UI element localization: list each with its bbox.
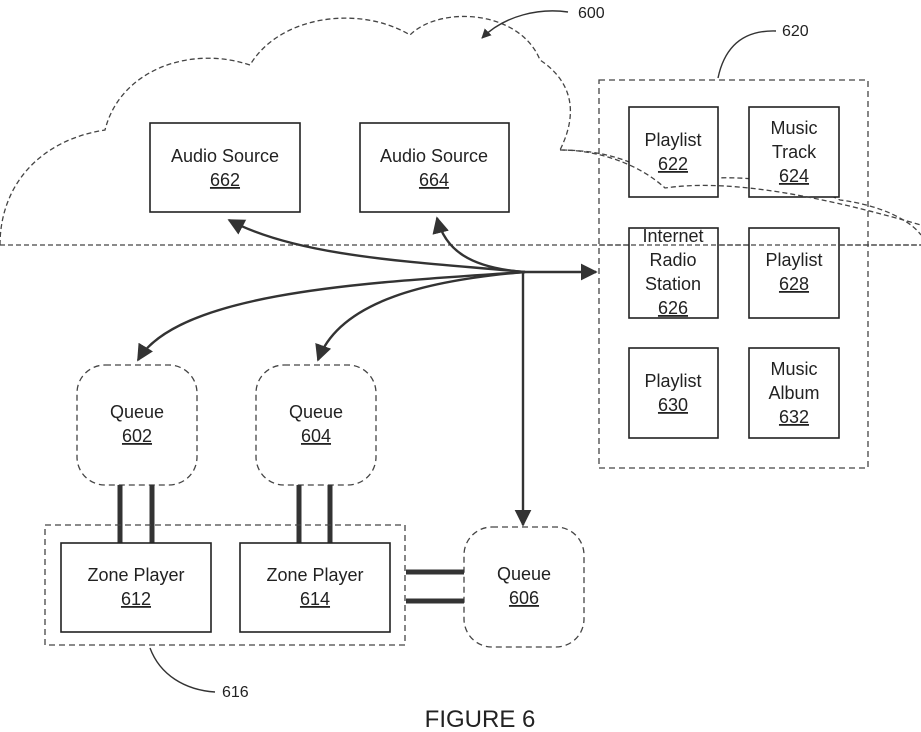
connector-zone-606 (406, 572, 464, 601)
queue-604-number: 604 (301, 426, 331, 446)
media-item-622: Playlist 622 (629, 107, 718, 197)
audio-source-662-number: 662 (210, 170, 240, 190)
arrow-to-queue-602 (138, 272, 525, 360)
queue-606: Queue 606 (464, 527, 584, 647)
media-item-630-line-1: Playlist (644, 371, 701, 391)
media-group-ref-620-leader (718, 31, 776, 78)
media-item-624: Music Track 624 (749, 107, 839, 197)
audio-source-662-label: Audio Source (171, 146, 279, 166)
queue-604-label: Queue (289, 402, 343, 422)
media-item-630: Playlist 630 (629, 348, 718, 438)
media-item-628: Playlist 628 (749, 228, 839, 318)
zone-player-614-label: Zone Player (266, 565, 363, 585)
media-item-626: Internet Radio Station 626 (629, 226, 718, 318)
queue-602-label: Queue (110, 402, 164, 422)
media-item-632-line-2: Album (768, 383, 819, 403)
zone-group-ref-616: 616 (222, 684, 249, 701)
media-item-624-number: 624 (779, 166, 809, 186)
media-item-628-number: 628 (779, 274, 809, 294)
zone-group-ref-616-leader (150, 648, 215, 692)
connector-604-614 (299, 485, 330, 543)
media-group-ref-620: 620 (782, 23, 809, 40)
zone-player-612-number: 612 (121, 589, 151, 609)
figure-ref-600-leader (482, 11, 568, 38)
media-item-632-line-1: Music (770, 359, 817, 379)
audio-source-664-label: Audio Source (380, 146, 488, 166)
media-item-630-number: 630 (658, 395, 688, 415)
media-item-622-line-1: Playlist (644, 130, 701, 150)
cloud-edge-overlay (560, 150, 921, 225)
queue-606-label: Queue (497, 564, 551, 584)
zone-player-614: Zone Player 614 (240, 543, 390, 632)
audio-source-664: Audio Source 664 (360, 123, 509, 212)
figure-caption: FIGURE 6 (425, 706, 536, 732)
queue-602: Queue 602 (77, 365, 197, 485)
media-item-628-line-1: Playlist (765, 250, 822, 270)
media-item-632-number: 632 (779, 407, 809, 427)
media-item-626-line-2: Radio (649, 250, 696, 270)
figure-ref-600: 600 (578, 5, 605, 22)
media-item-624-line-1: Music (770, 118, 817, 138)
zone-player-614-number: 614 (300, 589, 330, 609)
zone-player-612-label: Zone Player (87, 565, 184, 585)
connector-602-612 (120, 485, 152, 543)
media-item-624-line-2: Track (772, 142, 817, 162)
queue-604: Queue 604 (256, 365, 376, 485)
media-item-632: Music Album 632 (749, 348, 839, 438)
audio-source-664-number: 664 (419, 170, 449, 190)
zone-player-612: Zone Player 612 (61, 543, 211, 632)
queue-602-number: 602 (122, 426, 152, 446)
media-item-622-number: 622 (658, 154, 688, 174)
media-item-626-line-3: Station (645, 274, 701, 294)
queue-606-number: 606 (509, 588, 539, 608)
media-item-626-line-1: Internet (642, 226, 703, 246)
media-item-626-number: 626 (658, 298, 688, 318)
audio-source-662: Audio Source 662 (150, 123, 300, 212)
